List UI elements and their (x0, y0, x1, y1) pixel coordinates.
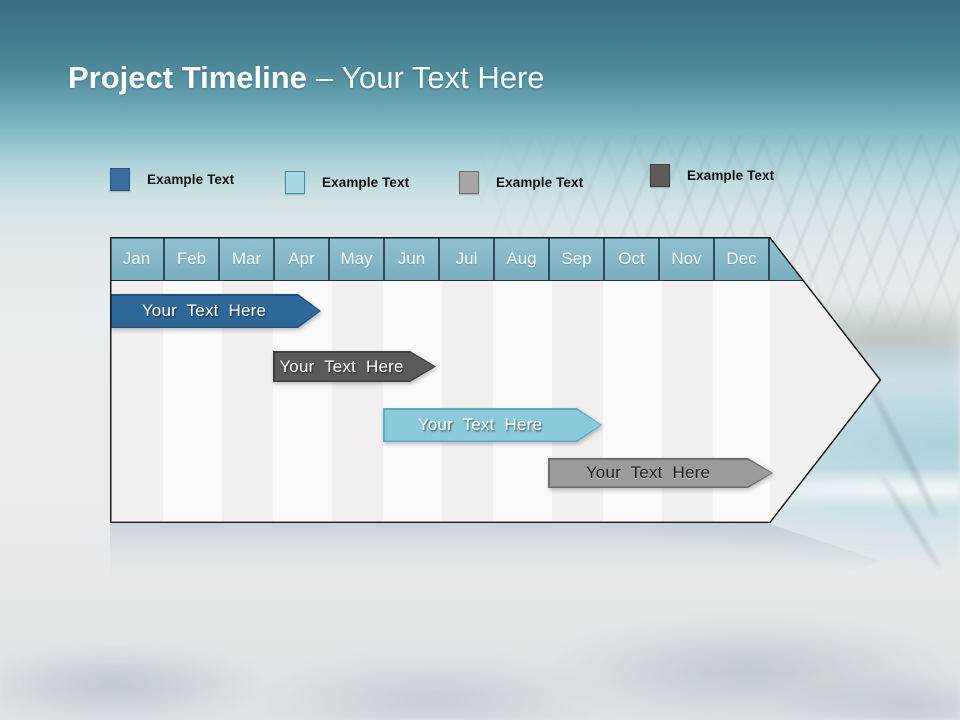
column-stripe-may (332, 281, 383, 523)
bar-shape: Your Text Here (548, 458, 773, 488)
slide-title-main: Project Timeline (68, 60, 307, 95)
month-cell-sep: Sep (550, 237, 605, 280)
timeline-bar-1[interactable]: Your Text Here (110, 294, 321, 328)
month-cell-jan: Jan (110, 237, 165, 280)
legend-label[interactable]: Example Text (687, 168, 775, 183)
bar-shape: Your Text Here (383, 408, 602, 442)
palm-shadows-background (0, 580, 960, 720)
legend-item: Example Text (285, 171, 409, 194)
legend-label[interactable]: Example Text (322, 175, 410, 190)
column-stripe-jul (442, 281, 493, 523)
legend-label[interactable]: Example Text (147, 172, 235, 187)
slide-title[interactable]: Project Timeline– Your Text Here (68, 60, 545, 96)
month-cell-apr: Apr (275, 237, 330, 280)
month-cell-nov: Nov (660, 237, 715, 280)
month-cell-dec: Dec (715, 237, 770, 280)
bar-label[interactable]: Your Text Here (279, 356, 404, 376)
legend-swatch (650, 164, 670, 187)
timeline-reflection (110, 524, 881, 599)
month-cell-oct: Oct (605, 237, 660, 280)
legend-item: Example Text (110, 168, 234, 191)
month-cell-feb: Feb (165, 237, 220, 280)
month-cell-may: May (330, 237, 385, 280)
timeline-bar-2[interactable]: Your Text Here (273, 351, 436, 382)
legend-label[interactable]: Example Text (496, 175, 584, 190)
timeline-bar-4[interactable]: Your Text Here (548, 458, 773, 488)
month-cell-jun: Jun (385, 237, 440, 280)
bar-fill: Your Text Here (550, 460, 772, 487)
legend-swatch (285, 171, 305, 194)
bar-label[interactable]: Your Text Here (141, 301, 267, 320)
month-cell-mar: Mar (220, 237, 275, 280)
bar-fill: Your Text Here (112, 296, 320, 327)
bar-shape: Your Text Here (273, 351, 436, 382)
month-cell-aug: Aug (495, 237, 550, 280)
month-cell-jul: Jul (440, 237, 495, 280)
bar-shape: Your Text Here (110, 294, 321, 328)
bar-fill: Your Text Here (385, 410, 601, 441)
slide-title-placeholder: – Your Text Here (315, 60, 545, 95)
legend-item: Example Text (650, 164, 774, 187)
bar-label[interactable]: Your Text Here (585, 463, 711, 482)
timeline-bar-3[interactable]: Your Text Here (383, 408, 602, 442)
legend-item: Example Text (459, 171, 583, 194)
bar-fill: Your Text Here (275, 353, 435, 381)
legend-swatch (110, 168, 130, 191)
bar-label[interactable]: Your Text Here (417, 415, 543, 434)
legend-swatch (459, 171, 479, 194)
